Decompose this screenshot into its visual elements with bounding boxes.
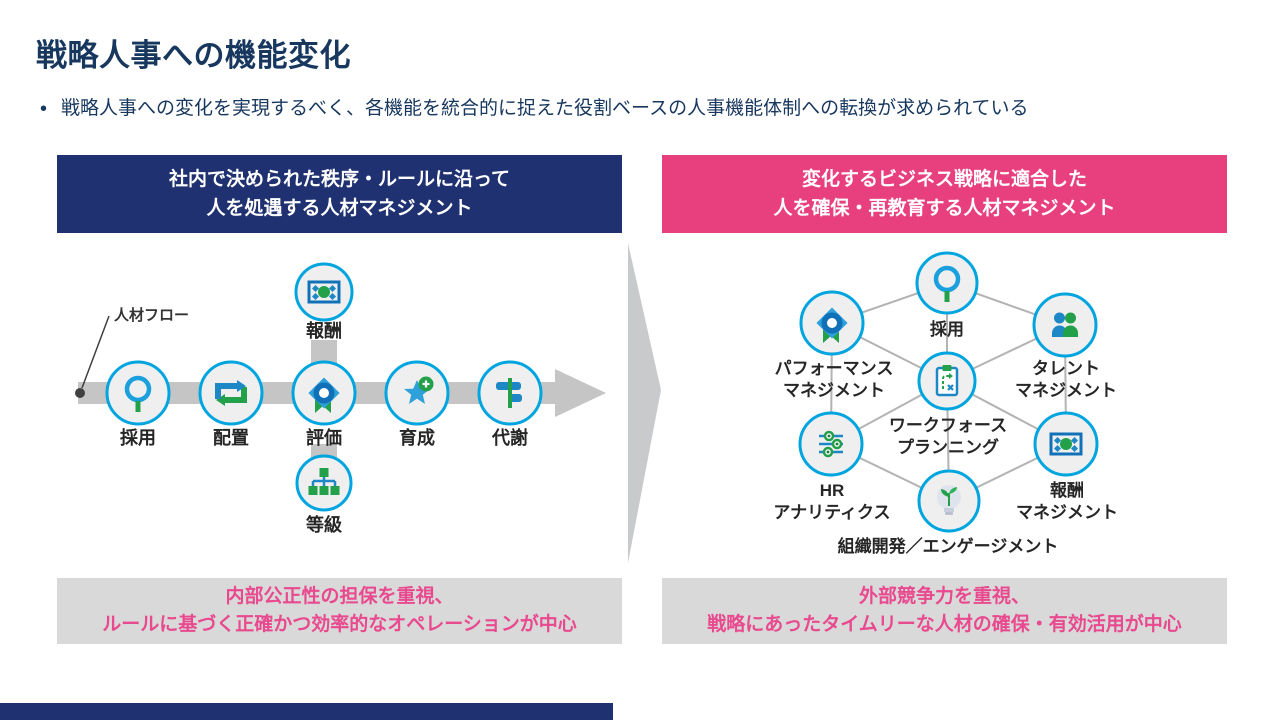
footer-accent-bar: [0, 703, 613, 720]
right-panel-header: 変化するビジネス戦略に適合した 人を確保・再教育する人材マネジメント: [662, 155, 1227, 233]
net-node-hr-analytics: [798, 411, 864, 477]
net-label-org-dev: 組織開発／エンゲージメント: [838, 536, 1059, 556]
flow-node-grade: [295, 454, 353, 512]
search-icon: [933, 265, 961, 302]
step-label-compensation: 報酬: [306, 320, 342, 341]
net-label-comp-2: マネジメント: [1016, 503, 1118, 522]
step-label-grade: 等級: [306, 514, 342, 535]
step-label-development: 育成: [399, 427, 435, 448]
shuffle-arrows-icon: [215, 380, 247, 406]
intro-bullet: • 戦略人事への変化を実現するべく、各機能を統合的に捉えた役割ベースの人事機能体…: [40, 96, 1029, 122]
annotation-line: [81, 315, 110, 389]
left-panel-header: 社内で決められた秩序・ルールに沿って 人を処遇する人材マネジメント: [57, 155, 622, 233]
net-label-hr-2: アナリティクス: [773, 503, 890, 522]
left-flow-diagram: 人材フロー: [75, 262, 606, 535]
net-node-workforce: [917, 351, 977, 411]
clipboard-plan-icon: [935, 365, 959, 397]
net-label-talent-2: マネジメント: [1015, 381, 1117, 400]
right-header-line2: 人を確保・再教育する人材マネジメント: [773, 198, 1116, 219]
page-title: 戦略人事への機能変化: [36, 38, 351, 73]
flow-node-compensation: [294, 262, 354, 322]
flow-node-evaluation: [291, 360, 357, 426]
people-icon: [1052, 312, 1078, 337]
left-summary-line1: 内部公正性の担保を重視、: [225, 585, 454, 607]
connector-compensation: [311, 340, 337, 364]
net-label-workforce-2: プランニング: [897, 437, 999, 457]
left-header-line2: 人を処遇する人材マネジメント: [206, 198, 473, 219]
bullet-text: 戦略人事への変化を実現するべく、各機能を統合的に捉えた役割ベースの人事機能体制へ…: [61, 98, 1029, 119]
bullet-marker: •: [40, 98, 48, 120]
net-node-performance: [799, 290, 865, 356]
sliders-icon: [819, 430, 843, 458]
lightbulb-plant-icon: [937, 485, 961, 515]
flow-node-placement: [198, 360, 264, 426]
transition-arrow: [628, 243, 661, 563]
banknote-icon: [307, 280, 341, 304]
right-summary-line1: 外部競争力を重視、: [858, 585, 1030, 607]
left-header-line1: 社内で決められた秩序・ルールに沿って: [168, 168, 511, 190]
connector-grade: [311, 444, 337, 458]
net-node-talent: [1032, 292, 1098, 358]
net-label-talent-1: タレント: [1032, 359, 1100, 378]
right-network-diagram: 採用 パフォーマンス マネジメント タレント マネジメント ワークフォース プラ…: [773, 251, 1118, 556]
step-label-evaluation: 評価: [306, 427, 342, 448]
star-plus-icon: [404, 376, 434, 404]
net-label-comp-1: 報酬: [1050, 480, 1084, 500]
right-summary-line2: 戦略にあったタイムリーな人材の確保・有効活用が中心: [707, 614, 1182, 635]
step-label-recruiting: 採用: [120, 427, 156, 448]
left-summary-line2: ルールに基づく正確かつ効率的なオペレーションが中心: [102, 614, 577, 635]
net-label-hr-1: HR: [820, 481, 845, 500]
arrow-shape: [628, 243, 661, 563]
left-summary-box: 内部公正性の担保を重視、 ルールに基づく正確かつ効率的なオペレーションが中心: [57, 578, 622, 644]
flow-annotation-label: 人材フロー: [114, 306, 189, 324]
net-node-recruiting: [915, 251, 979, 315]
net-label-performance-1: パフォーマンス: [775, 359, 894, 378]
right-header-line1: 変化するビジネス戦略に適合した: [801, 168, 1087, 190]
search-icon: [124, 375, 152, 412]
signpost-icon: [496, 378, 522, 408]
net-label-recruiting: 採用: [930, 319, 964, 339]
org-chart-icon: [308, 468, 340, 495]
net-node-compensation: [1033, 411, 1099, 477]
step-label-placement: 配置: [213, 428, 249, 448]
award-ribbon-icon: [308, 377, 340, 413]
flow-node-turnover: [477, 360, 543, 426]
right-summary-box: 外部競争力を重視、 戦略にあったタイムリーな人材の確保・有効活用が中心: [662, 578, 1227, 644]
net-label-performance-2: マネジメント: [783, 381, 885, 400]
step-label-turnover: 代謝: [491, 427, 528, 448]
flow-node-development: [384, 360, 450, 426]
net-label-workforce-1: ワークフォース: [889, 416, 1007, 435]
flow-start-dot: [75, 388, 85, 398]
net-node-org-dev: [917, 469, 981, 533]
flow-node-recruiting: [105, 360, 171, 426]
